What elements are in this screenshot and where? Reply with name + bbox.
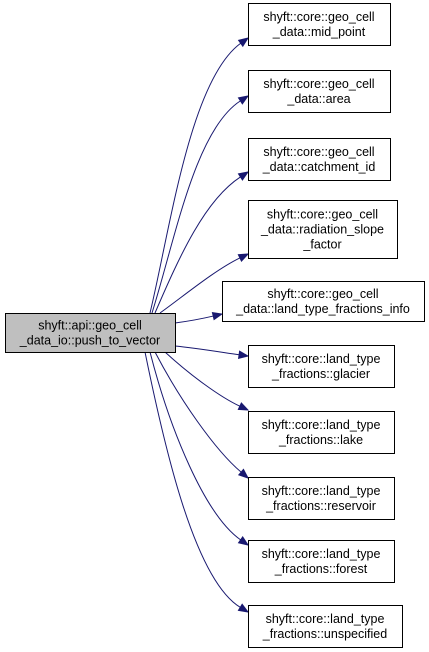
node-forest-box	[248, 540, 395, 583]
node-layer: shyft::api::geo_cell_data_io::push_to_ve…	[5, 3, 425, 648]
node-glacier-box	[248, 345, 395, 388]
node-reservoir[interactable]: shyft::core::land_type_fractions::reserv…	[248, 477, 395, 520]
node-land-type-fractions-info-box	[222, 281, 425, 322]
node-reservoir-box	[248, 477, 395, 520]
node-catchment-id[interactable]: shyft::core::geo_cell_data::catchment_id	[248, 138, 391, 181]
edge-to-lake	[164, 351, 250, 411]
arrowhead-icon	[211, 311, 224, 321]
node-forest-label-line: shyft::core::land_type	[262, 547, 381, 561]
node-area-label-line: shyft::core::geo_cell	[263, 77, 374, 91]
node-root-push-to-vector-box	[5, 313, 176, 353]
edge-line	[174, 345, 240, 356]
node-root-push-to-vector-label-line: shyft::api::geo_cell	[38, 319, 142, 333]
edge-line	[144, 351, 241, 608]
node-unspecified[interactable]: shyft::core::land_type_fractions::unspec…	[248, 605, 403, 648]
node-lake-box	[248, 411, 395, 454]
edge-to-catchment-id	[154, 171, 250, 314]
edge-line	[159, 257, 241, 314]
node-reservoir-label-line: _fractions::reservoir	[265, 499, 376, 513]
edge-to-radiation-slope-factor	[159, 253, 250, 314]
edge-line	[149, 351, 241, 541]
edge-layer	[144, 37, 250, 613]
node-land-type-fractions-info-label-line: shyft::core::geo_cell	[267, 287, 378, 301]
node-glacier-label-line: shyft::core::land_type	[262, 352, 381, 366]
edge-line	[154, 351, 242, 473]
arrowhead-icon	[237, 171, 250, 181]
edge-to-glacier	[174, 345, 250, 359]
node-mid-point-label-line: shyft::core::geo_cell	[263, 10, 374, 24]
edge-to-forest	[149, 351, 250, 546]
node-lake[interactable]: shyft::core::land_type_fractions::lake	[248, 411, 395, 454]
node-unspecified-label-line: _fractions::unspecified	[262, 627, 387, 641]
node-forest[interactable]: shyft::core::land_type_fractions::forest	[248, 540, 395, 583]
edge-to-mid-point	[149, 37, 250, 314]
edge-line	[149, 42, 242, 314]
node-glacier[interactable]: shyft::core::land_type_fractions::glacie…	[248, 345, 395, 388]
edge-line	[154, 176, 241, 314]
edge-to-area	[151, 95, 250, 314]
node-mid-point[interactable]: shyft::core::geo_cell_data::mid_point	[248, 3, 391, 46]
edge-to-land-type-fractions-info	[174, 311, 224, 324]
node-catchment-id-label-line: _data::catchment_id	[262, 160, 376, 174]
arrowhead-icon	[237, 468, 250, 479]
edge-line	[151, 100, 241, 314]
node-radiation-slope-factor-box	[248, 200, 398, 259]
arrowhead-icon	[237, 253, 250, 263]
node-lake-label-line: _fractions::lake	[278, 433, 363, 447]
node-unspecified-label-line: shyft::core::land_type	[266, 612, 385, 626]
arrowhead-icon	[237, 37, 250, 48]
node-forest-label-line: _fractions::forest	[274, 562, 368, 576]
edge-line	[174, 315, 214, 324]
edge-line	[164, 351, 241, 407]
node-root-push-to-vector-label-line: _data_io::push_to_vector	[19, 334, 160, 348]
node-radiation-slope-factor-label-line: _data::radiation_slope	[260, 223, 384, 237]
arrowhead-icon	[237, 603, 250, 613]
node-mid-point-box	[248, 3, 391, 46]
node-land-type-fractions-info-label-line: _data::land_type_fractions_info	[235, 302, 410, 316]
node-unspecified-box	[248, 605, 403, 648]
arrowhead-icon	[237, 95, 250, 105]
edge-to-reservoir	[154, 351, 250, 479]
node-root-push-to-vector[interactable]: shyft::api::geo_cell_data_io::push_to_ve…	[5, 313, 176, 353]
node-catchment-id-box	[248, 138, 391, 181]
arrowhead-icon	[237, 536, 250, 546]
node-lake-label-line: shyft::core::land_type	[262, 418, 381, 432]
node-radiation-slope-factor-label-line: _factor	[302, 238, 341, 252]
node-radiation-slope-factor-label-line: shyft::core::geo_cell	[267, 208, 378, 222]
edge-to-unspecified	[144, 351, 250, 613]
node-radiation-slope-factor[interactable]: shyft::core::geo_cell_data::radiation_sl…	[248, 200, 398, 259]
node-area-label-line: _data::area	[286, 92, 350, 106]
arrowhead-icon	[237, 402, 250, 411]
node-reservoir-label-line: shyft::core::land_type	[262, 484, 381, 498]
node-area-box	[248, 70, 391, 113]
node-mid-point-label-line: _data::mid_point	[272, 25, 366, 39]
node-area[interactable]: shyft::core::geo_cell_data::area	[248, 70, 391, 113]
node-catchment-id-label-line: shyft::core::geo_cell	[263, 145, 374, 159]
node-land-type-fractions-info[interactable]: shyft::core::geo_cell_data::land_type_fr…	[222, 281, 425, 322]
arrowhead-icon	[237, 350, 250, 359]
node-glacier-label-line: _fractions::glacier	[271, 367, 370, 381]
